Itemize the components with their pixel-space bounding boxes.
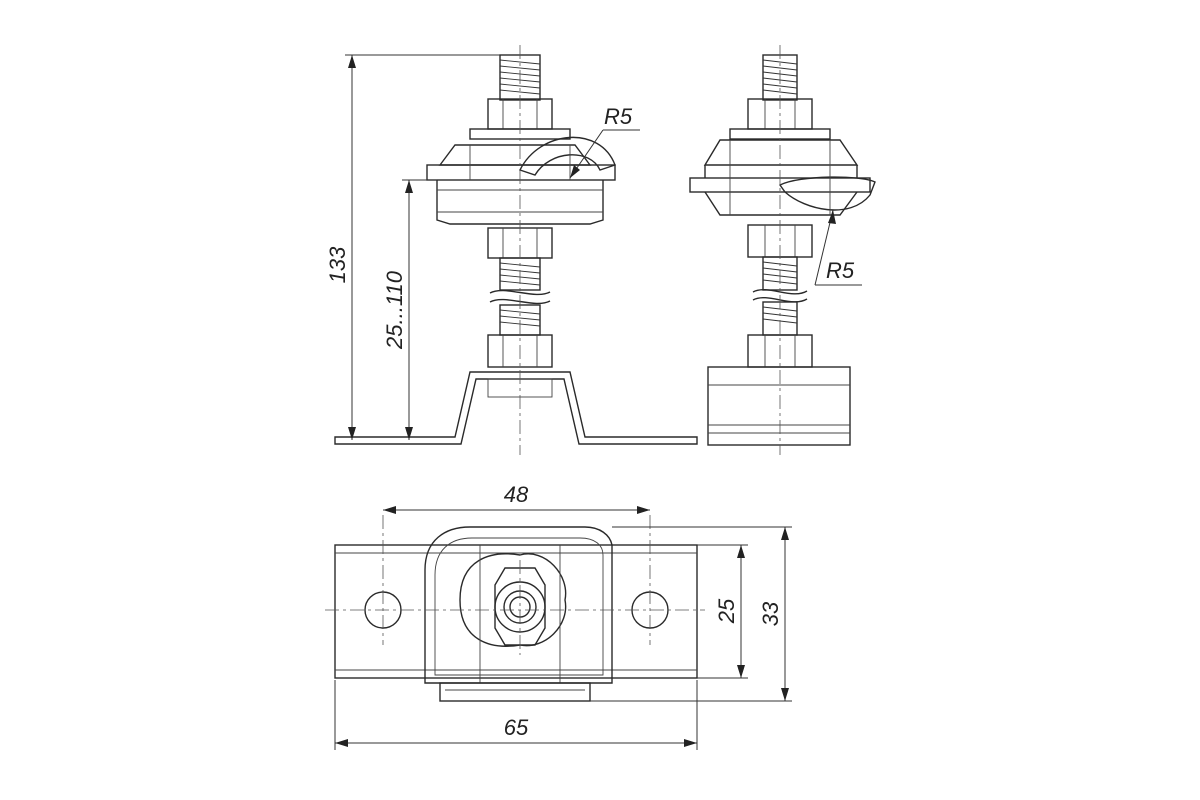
dim-base-length: 65 (334, 680, 698, 750)
side-clamp-body (689, 139, 876, 216)
dim-radius-front: R5 (569, 104, 640, 179)
dim-total-height-label: 133 (325, 246, 350, 283)
dim-adjust-range-label: 25...110 (382, 270, 407, 350)
dim-hole-spacing: 48 (383, 482, 650, 514)
dim-hole-spacing-label: 48 (504, 482, 529, 507)
dim-base-length-label: 65 (504, 715, 529, 740)
dim-adjust-range: 25...110 (382, 179, 437, 440)
dim-outer-width: 33 (590, 526, 792, 702)
side-view: R5 (689, 45, 876, 455)
front-bottom-nut (487, 334, 553, 368)
dim-radius-side: R5 (814, 209, 862, 286)
front-clamp-body (426, 136, 616, 225)
side-base-block (707, 366, 851, 446)
dim-inner-width: 25 (697, 544, 748, 679)
front-base-bracket (334, 371, 698, 445)
dim-inner-width-label: 25 (714, 598, 739, 624)
dim-outer-width-label: 33 (758, 601, 783, 626)
front-view: 133 25...110 R5 (325, 45, 698, 455)
dim-radius-front-label: R5 (604, 104, 633, 129)
top-base-plate (334, 544, 698, 679)
top-clamp (424, 526, 613, 702)
dim-radius-side-label: R5 (826, 258, 855, 283)
top-view: 48 65 25 33 (325, 482, 792, 750)
dim-total-height: 133 (325, 54, 500, 440)
